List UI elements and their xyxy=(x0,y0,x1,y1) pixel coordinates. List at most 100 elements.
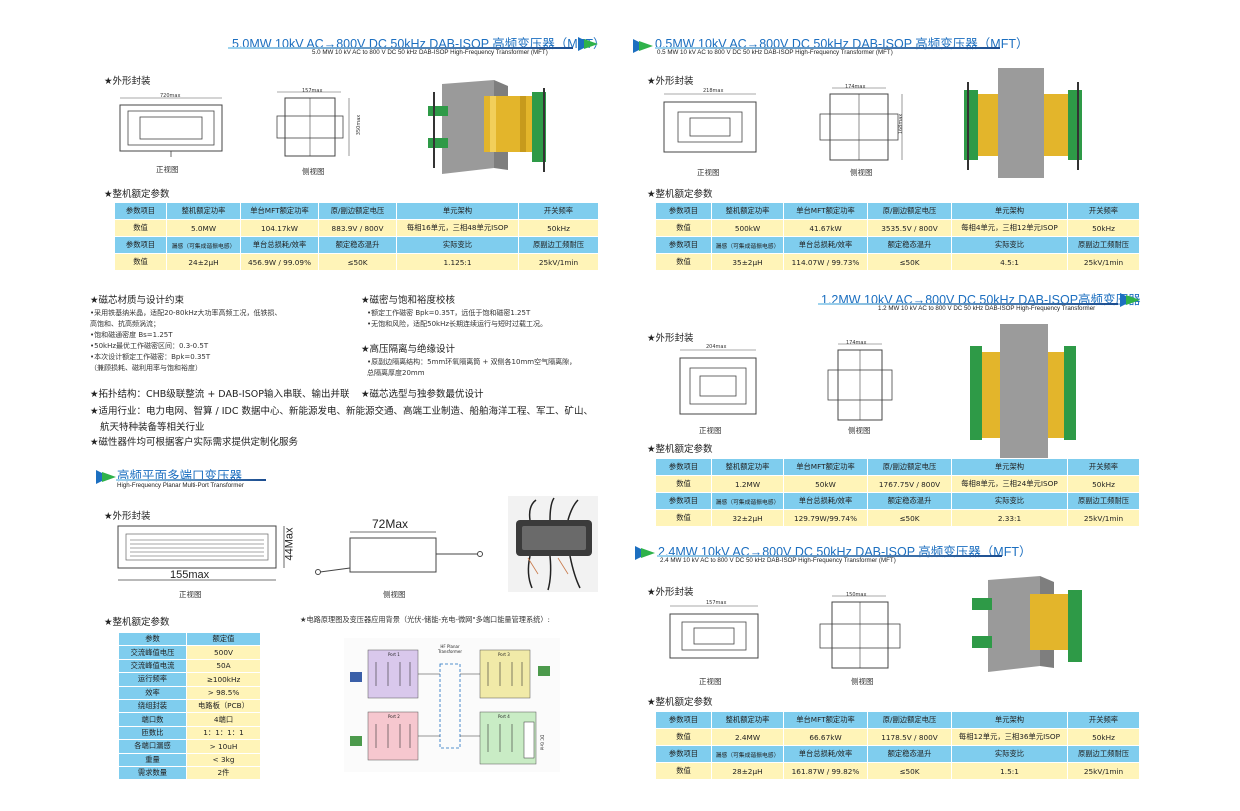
table-cell: 数值 xyxy=(655,253,712,271)
table-cell: 数值 xyxy=(655,728,712,746)
caption-side-05mw: 侧视图 xyxy=(850,168,873,177)
dim-planar-height: 44Max xyxy=(283,527,296,561)
table-cell: 原副边工频耐压 xyxy=(1067,745,1140,763)
subtitle-12mw: 1.2 MW 10 kV AC to 800 V DC 50 kHz DAB-I… xyxy=(878,305,1096,312)
table-cell: 原副边工频耐压 xyxy=(1067,236,1140,254)
table-cell: 单台总损耗/效率 xyxy=(783,492,868,510)
table-cell: 交流峰值电流 xyxy=(118,658,187,674)
table-cell: 25kV/1min xyxy=(1067,762,1140,780)
brand-logo-icon xyxy=(635,546,655,560)
caption-front-planar: 正视图 xyxy=(179,590,202,599)
table-cell: 额定值 xyxy=(186,631,261,647)
note-heading-flux: ★磁密与饱和裕度校核 xyxy=(361,295,456,306)
table-cell: 额定稳态温升 xyxy=(318,236,397,254)
table-cell: 50kHz xyxy=(1067,728,1140,746)
table-cell: 500V xyxy=(186,645,261,660)
table-cell: 额定稳态温升 xyxy=(867,236,952,254)
table-cell: 单台总损耗/效率 xyxy=(240,236,319,254)
title-underline xyxy=(657,555,1002,557)
table-cell: 114.07W / 99.73% xyxy=(783,253,868,271)
dim-planar-depth: 72Max xyxy=(372,517,409,531)
table-cell: 50kHz xyxy=(1067,219,1140,237)
table-cell: 50kHz xyxy=(518,219,599,237)
table-cell: 50kW xyxy=(783,475,868,493)
table-cell: 1.2MW xyxy=(711,475,784,493)
table-cell: 50kHz xyxy=(1067,475,1140,493)
table-cell: 5.0MW xyxy=(166,219,241,237)
table-cell: 883.9V / 800V xyxy=(318,219,397,237)
table-cell: 参数项目 xyxy=(655,458,712,476)
hf-transformer-label: HF Planar Transformer xyxy=(437,644,462,654)
dim-5mw-depth: 157max xyxy=(302,88,323,94)
rating-label-5mw: ★整机额定参数 xyxy=(104,189,170,200)
table-cell: 单元架构 xyxy=(951,711,1068,729)
subtitle-planar: High-Frequency Planar Multi-Port Transfo… xyxy=(117,482,244,489)
brand-logo-icon xyxy=(633,39,653,53)
package-label-24mw: ★外形封装 xyxy=(647,587,694,598)
table-cell: ≤50K xyxy=(867,509,952,527)
table-cell: 原/副边额定电压 xyxy=(867,202,952,220)
table-cell: 实际变比 xyxy=(951,236,1068,254)
brand-logo-icon xyxy=(1120,293,1140,307)
table-cell: 25kV/1min xyxy=(1067,253,1140,271)
table-cell: 绕组封装 xyxy=(118,698,187,714)
table-cell: 数值 xyxy=(114,253,167,271)
rating-label-05mw: ★整机额定参数 xyxy=(647,189,713,200)
table-cell: 单台总损耗/效率 xyxy=(783,236,868,254)
table-cell: 每相8单元，三相24单元ISOP xyxy=(951,475,1068,493)
table-cell: 漏感（可集成谐振电感） xyxy=(711,236,784,254)
table-cell: 整机额定功率 xyxy=(711,202,784,220)
table-cell: 重量 xyxy=(118,752,187,767)
table-cell: 数值 xyxy=(655,219,712,237)
caption-side-5mw: 侧视图 xyxy=(302,167,325,176)
table-cell: 1178.5V / 800V xyxy=(867,728,952,746)
dim-12mw-width: 204max xyxy=(706,344,727,350)
table-cell: 3535.5V / 800V xyxy=(867,219,952,237)
note-industries: ★适用行业：电力电网、智算 / IDC 数据中心、新能源发电、新能源交通、高端工… xyxy=(90,406,594,417)
table-cell: 104.17kW xyxy=(240,219,319,237)
table-cell: < 3kg xyxy=(186,752,261,767)
dim-24mw-width: 157max xyxy=(706,600,727,606)
transformer-render-5mw xyxy=(428,80,546,174)
front-view-drawing-planar xyxy=(117,525,285,581)
table-cell: 整机额定功率 xyxy=(166,202,241,220)
table-cell: 4.5:1 xyxy=(951,253,1068,271)
side-view-drawing-05mw xyxy=(819,87,903,161)
port-label-1: Port 1 xyxy=(388,652,400,657)
table-cell: 161.87W / 99.82% xyxy=(783,762,868,780)
dim-05mw-width: 218max xyxy=(703,88,724,94)
circuit-diagram xyxy=(344,638,560,772)
side-view-drawing-5mw xyxy=(276,91,350,157)
table-cell: 开关频率 xyxy=(1067,458,1140,476)
table-cell: 原/副边额定电压 xyxy=(867,458,952,476)
table-cell: 参数 xyxy=(118,631,187,647)
caption-front-24mw: 正视图 xyxy=(699,677,722,686)
title-underline xyxy=(818,303,1118,305)
front-view-drawing-5mw xyxy=(119,97,223,157)
table-cell: 单台总损耗/效率 xyxy=(783,745,868,763)
note-industries-cont: 航天特种装备等相关行业 xyxy=(100,422,205,433)
table-cell: 25kV/1min xyxy=(1067,509,1140,527)
brand-logo-icon xyxy=(578,37,598,51)
table-cell: 参数项目 xyxy=(655,492,712,510)
table-cell: 交流峰值电压 xyxy=(118,645,187,660)
table-cell: 参数项目 xyxy=(114,202,167,220)
table-cell: 端口数 xyxy=(118,712,187,727)
table-cell: 1767.75V / 800V xyxy=(867,475,952,493)
table-cell: 实际变比 xyxy=(396,236,519,254)
table-cell: > 98.5% xyxy=(186,685,261,700)
dim-5mw-width: 720max xyxy=(160,93,181,99)
caption-front-5mw: 正视图 xyxy=(156,165,179,174)
brand-logo-icon xyxy=(96,470,116,484)
table-cell: 单台MFT额定功率 xyxy=(783,458,868,476)
dim-05mw-depth: 174max xyxy=(845,84,866,90)
transformer-render-24mw xyxy=(972,576,1082,672)
dc-grid-label: DC Grid xyxy=(539,734,545,751)
table-cell: 开关频率 xyxy=(518,202,599,220)
table-cell: 单元架构 xyxy=(396,202,519,220)
dim-planar-width: 155max xyxy=(170,569,210,581)
